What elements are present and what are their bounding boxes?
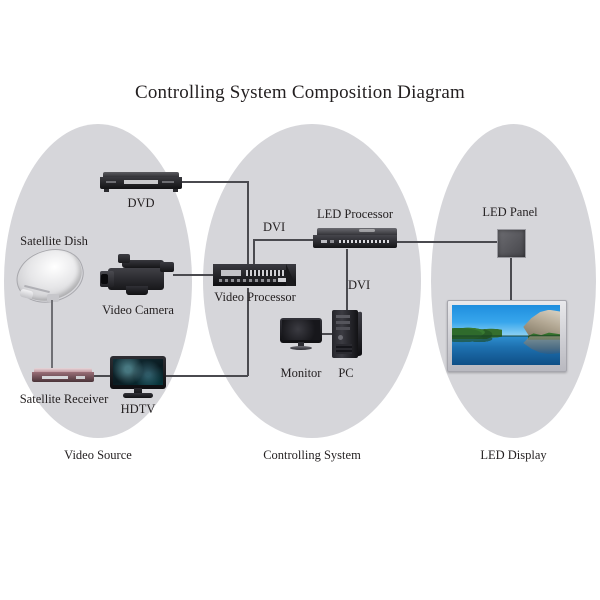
dvd-top — [103, 172, 179, 178]
satellite-receiver-icon — [32, 368, 94, 384]
led-panel-module — [497, 229, 526, 258]
label-satellite-dish: Satellite Dish — [20, 234, 88, 248]
camera-handle — [122, 260, 164, 268]
image-trees-left — [452, 323, 502, 339]
dvd-foot-left — [104, 189, 109, 192]
hdtv-base — [123, 393, 153, 398]
label-satellite-receiver: Satellite Receiver — [19, 392, 109, 406]
label-dvd: DVD — [127, 196, 155, 210]
pc-vent-grill — [336, 344, 352, 354]
led-processor-indicator-1 — [321, 240, 327, 243]
led-processor-highlight — [359, 229, 375, 232]
connector-dvd-to-video-processor-v — [247, 181, 249, 265]
camera-viewfinder — [160, 262, 174, 272]
label-hdtv: HDTV — [120, 402, 156, 416]
monitor-base — [290, 346, 312, 350]
image-trees-reflection — [452, 336, 502, 346]
connector-video-camera-to-video-processor — [173, 274, 214, 276]
label-led-processor: LED Processor — [316, 207, 394, 221]
connector-satellite-receiver-to-hdtv — [94, 375, 112, 377]
label-video-processor: Video Processor — [214, 290, 296, 304]
video-processor-ports — [219, 279, 283, 282]
zone-label-controlling-system: Controlling System — [263, 448, 361, 462]
pc-drive-bay-2 — [336, 321, 350, 324]
zone-led-display: LED Display — [431, 124, 596, 462]
label-led-panel: LED Panel — [482, 205, 538, 219]
receiver-display — [42, 376, 68, 379]
camera-lens — [101, 274, 108, 284]
dvd-player-icon — [100, 172, 182, 192]
label-dvi-led-to-pc: DVI — [348, 278, 371, 292]
dvd-display — [106, 181, 116, 183]
monitor-screen — [282, 320, 320, 340]
dvd-buttons — [162, 181, 174, 183]
video-processor-bevel — [286, 264, 296, 286]
dish-pole — [51, 300, 53, 368]
zone-label-video-source: Video Source — [64, 448, 132, 462]
monitor-icon — [280, 318, 322, 352]
connector-video-processor-to-led-processor-v — [253, 239, 255, 265]
led-panel-icon — [497, 229, 526, 258]
video-processor-vents — [246, 270, 286, 276]
video-processor-icon — [213, 262, 296, 288]
hdtv-neck — [134, 388, 142, 394]
camera-microphone — [118, 254, 130, 263]
connector-hdtv-to-video-processor-v — [247, 288, 249, 376]
connector-led-panel-to-led-display — [510, 256, 512, 301]
led-processor-indicator-2 — [330, 240, 334, 243]
video-processor-knob — [278, 278, 286, 282]
dish-mount — [47, 294, 59, 302]
camera-grip — [126, 286, 148, 295]
pc-power-button — [338, 335, 343, 340]
led-display-screen — [447, 300, 567, 372]
dvd-tray — [124, 180, 158, 184]
connector-monitor-to-pc — [321, 333, 333, 335]
connector-led-processor-to-pc — [346, 249, 348, 311]
pc-drive-bay-1 — [336, 315, 350, 318]
camera-body — [108, 268, 164, 290]
receiver-top — [34, 368, 92, 373]
connector-hdtv-to-video-processor-h — [166, 375, 248, 377]
led-processor-icon — [313, 228, 397, 250]
image-shoreline — [452, 335, 560, 337]
connector-video-processor-to-led-processor-h — [253, 239, 315, 241]
connector-dvd-to-video-processor-h — [182, 181, 249, 183]
page-title: Controlling System Composition Diagram — [134, 82, 466, 103]
label-pc: PC — [338, 366, 354, 380]
video-camera-icon — [100, 254, 174, 296]
led-display-content-image — [452, 305, 560, 365]
pc-tower-icon — [332, 310, 362, 358]
label-dvi-video-to-led: DVI — [263, 220, 286, 234]
image-vegetation-right — [527, 332, 560, 340]
pc-drive-bay-3 — [336, 327, 350, 330]
label-video-camera: Video Camera — [102, 303, 174, 317]
label-monitor: Monitor — [280, 366, 322, 380]
receiver-buttons — [76, 376, 85, 379]
ellipse-led-display — [431, 124, 596, 438]
dvd-foot-right — [173, 189, 178, 192]
zone-label-led-display: LED Display — [480, 448, 547, 462]
hdtv-screen — [113, 359, 163, 385]
satellite-dish-icon — [9, 240, 92, 368]
hdtv-icon — [110, 356, 166, 400]
led-processor-top — [317, 228, 397, 236]
connector-led-processor-to-led-panel — [396, 241, 498, 243]
monitor-neck — [298, 342, 304, 347]
video-processor-display — [221, 270, 241, 276]
led-processor-port-row — [339, 240, 389, 243]
